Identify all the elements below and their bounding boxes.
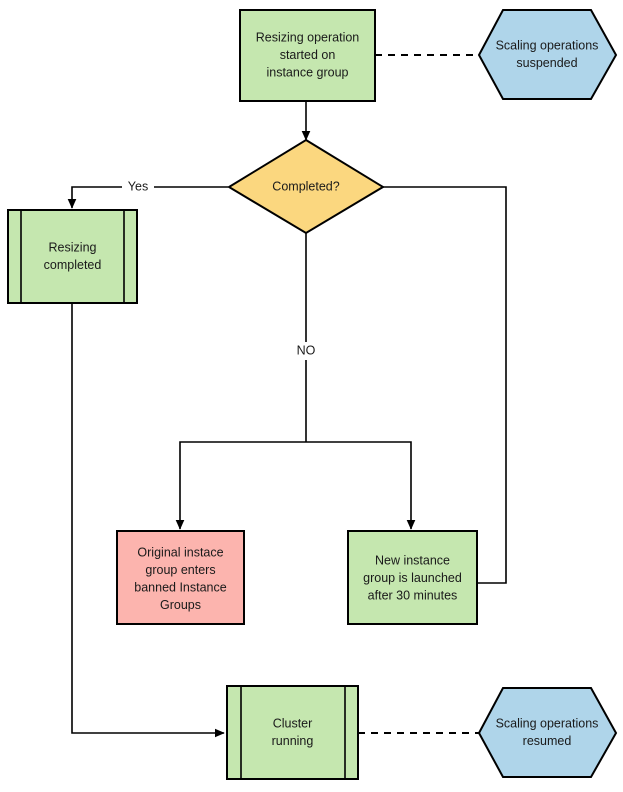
- resizing-started-body: [239, 9, 376, 102]
- connector-completed-to-cluster: [71, 304, 225, 738]
- resizing-completed-body: [7, 209, 138, 304]
- node-original-group-banned[interactable]: Original instace group enters banned Ins…: [116, 530, 245, 625]
- original-group-banned-line-3: banned Instance: [134, 580, 226, 594]
- new-group-launched-line-3: after 30 minutes: [368, 588, 458, 602]
- original-group-banned-line-4: Groups: [160, 598, 201, 612]
- new-group-launched-line-2: group is launched: [363, 571, 462, 585]
- connector-new-group-retry-loop: [329, 182, 507, 584]
- original-group-banned-line-1: Original instace: [137, 545, 223, 559]
- new-group-launched-body: [347, 530, 478, 625]
- node-completed-decision[interactable]: Completed?: [227, 138, 385, 235]
- node-resizing-completed[interactable]: Resizing completed: [7, 209, 138, 304]
- resizing-started-line-2: started on: [280, 48, 336, 62]
- edge-label-no: NO: [291, 342, 321, 360]
- scaling-resumed-body: [477, 687, 618, 778]
- scaling-resumed-line-1: Scaling operations: [496, 716, 599, 730]
- node-new-group-launched[interactable]: New instance group is launched after 30 …: [347, 530, 478, 625]
- resizing-started-line-1: Resizing operation: [256, 30, 360, 44]
- cluster-running-body: [226, 685, 359, 780]
- cluster-running-line-1: Cluster: [273, 716, 313, 730]
- scaling-suspended-line-2: suspended: [516, 56, 577, 70]
- scaling-suspended-body: [477, 9, 618, 100]
- original-group-banned-line-2: group enters: [145, 563, 215, 577]
- scaling-resumed-line-2: resumed: [523, 734, 572, 748]
- node-resizing-started[interactable]: Resizing operation started on instance g…: [239, 9, 376, 102]
- edge-label-yes: Yes: [122, 178, 154, 196]
- scaling-suspended-line-1: Scaling operations: [496, 38, 599, 52]
- resizing-completed-line-1: Resizing: [49, 240, 97, 254]
- connector-no-to-banned: [175, 441, 306, 530]
- cluster-running-line-2: running: [272, 734, 314, 748]
- no-label-text: NO: [297, 343, 316, 357]
- connector-decision-yes: [67, 186, 228, 209]
- resizing-started-line-3: instance group: [266, 65, 348, 79]
- yes-label-text: Yes: [128, 179, 148, 193]
- new-group-launched-line-1: New instance: [375, 553, 450, 567]
- node-scaling-suspended[interactable]: Scaling operations suspended: [477, 9, 618, 100]
- resizing-completed-line-2: completed: [44, 258, 102, 272]
- connector-no-to-new-group: [306, 441, 416, 530]
- node-scaling-resumed[interactable]: Scaling operations resumed: [477, 687, 618, 778]
- node-cluster-running[interactable]: Cluster running: [226, 685, 359, 780]
- completed-decision-label: Completed?: [272, 179, 339, 193]
- original-group-banned-body: [116, 530, 245, 625]
- completed-decision-body: [227, 138, 385, 235]
